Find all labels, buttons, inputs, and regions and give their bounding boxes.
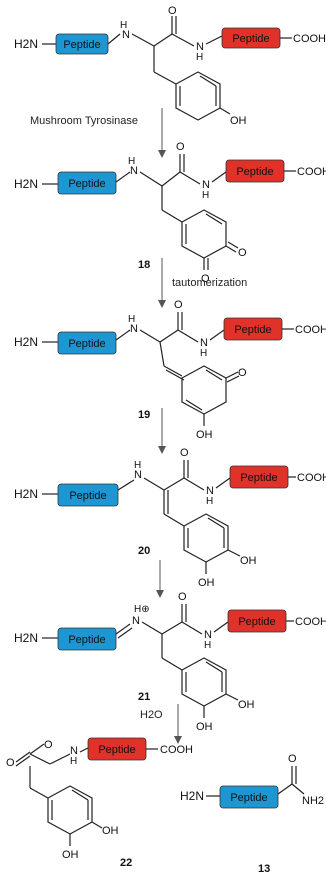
svg-text:H: H xyxy=(206,496,213,507)
svg-text:OH: OH xyxy=(238,699,255,711)
svg-text:OH: OH xyxy=(102,825,119,837)
compound-label: 22 xyxy=(120,857,132,869)
svg-text:H: H xyxy=(134,460,141,471)
svg-text:N: N xyxy=(206,485,214,497)
svg-text:Peptide: Peptide xyxy=(230,792,267,804)
svg-text:Peptide: Peptide xyxy=(236,166,273,178)
svg-text:H: H xyxy=(202,190,209,201)
peptide-label: Peptide xyxy=(63,39,100,51)
svg-text:O: O xyxy=(288,753,297,765)
peptide-box-blue xyxy=(57,627,117,651)
peptide-box-blue xyxy=(57,331,117,355)
svg-text:N: N xyxy=(70,745,78,757)
structure-20: H2N Peptide N H O N H Peptide COOH OH OH… xyxy=(14,447,326,589)
svg-text:H2N: H2N xyxy=(180,789,204,803)
svg-text:N: N xyxy=(202,179,210,191)
compound-label: 13 xyxy=(258,863,270,875)
svg-text:N: N xyxy=(130,165,138,177)
svg-text:H: H xyxy=(70,756,77,767)
amine-label: H2N xyxy=(14,37,38,51)
compound-label: 19 xyxy=(138,409,150,421)
svg-text:H2N: H2N xyxy=(14,631,38,645)
svg-text:O: O xyxy=(238,247,247,259)
svg-text:H⊕: H⊕ xyxy=(134,604,150,615)
svg-text:COOH: COOH xyxy=(293,33,326,45)
svg-text:N: N xyxy=(122,29,130,41)
svg-text:O: O xyxy=(180,447,189,459)
svg-text:O: O xyxy=(238,367,247,379)
svg-text:COOH: COOH xyxy=(160,744,193,756)
reagent-water: H2O xyxy=(140,709,163,721)
svg-text:COOH: COOH xyxy=(297,472,326,484)
svg-text:COOH: COOH xyxy=(297,166,326,178)
svg-text:O: O xyxy=(6,757,15,769)
svg-text:N: N xyxy=(196,41,204,53)
svg-text:COOH: COOH xyxy=(295,616,326,628)
reagent-tyrosinase: Mushroom Tyrosinase xyxy=(30,115,138,127)
svg-text:COOH: COOH xyxy=(295,324,326,336)
svg-text:O: O xyxy=(168,5,177,17)
svg-text:Peptide: Peptide xyxy=(238,616,275,628)
svg-text:O: O xyxy=(176,141,185,153)
peptide-box-blue xyxy=(57,483,119,507)
svg-text:Peptide: Peptide xyxy=(68,338,105,350)
svg-text:Peptide: Peptide xyxy=(232,33,269,45)
svg-text:OH: OH xyxy=(196,429,213,441)
svg-text:H: H xyxy=(128,156,135,167)
structure-13: H2N Peptide O NH2 13 xyxy=(180,753,324,875)
svg-text:Peptide: Peptide xyxy=(68,178,105,190)
structure-tyrosine-peptide: H2N Peptide H N O N H Peptide COOH OH xyxy=(14,5,326,127)
svg-text:O: O xyxy=(174,299,183,311)
svg-text:Peptide: Peptide xyxy=(69,490,106,502)
reagent-tautomerization: tautomerization xyxy=(172,277,247,289)
svg-text:OH: OH xyxy=(240,555,257,567)
svg-text:H2N: H2N xyxy=(14,487,38,501)
svg-text:N: N xyxy=(200,337,208,349)
svg-text:OH: OH xyxy=(198,577,215,589)
svg-text:N: N xyxy=(204,629,212,641)
svg-text:H: H xyxy=(120,20,127,31)
svg-text:O: O xyxy=(44,739,53,751)
svg-text:H: H xyxy=(204,640,211,651)
compound-label: 18 xyxy=(138,259,150,271)
svg-text:OH: OH xyxy=(62,849,79,861)
svg-text:OH: OH xyxy=(196,721,213,733)
structure-18: H2N Peptide N H O N H Peptide COOH O O 1… xyxy=(14,141,326,285)
svg-text:H2N: H2N xyxy=(14,335,38,349)
svg-text:N: N xyxy=(134,469,142,481)
svg-text:O: O xyxy=(201,273,210,285)
structure-22: O O N H Peptide COOH OH OH 22 xyxy=(6,737,193,869)
svg-text:N: N xyxy=(130,323,138,335)
svg-text:Peptide: Peptide xyxy=(68,634,105,646)
svg-text:OH: OH xyxy=(230,115,247,127)
structure-19: H2N Peptide N H O N H Peptide COOH O OH … xyxy=(14,299,326,441)
compound-label: 20 xyxy=(138,545,150,557)
svg-text:O: O xyxy=(178,591,187,603)
svg-text:H: H xyxy=(200,348,207,359)
peptide-box-blue xyxy=(219,785,279,809)
svg-text:N: N xyxy=(132,615,140,627)
peptide-box-blue xyxy=(57,171,117,195)
svg-text:H2N: H2N xyxy=(14,177,38,191)
compound-label: 21 xyxy=(138,691,150,703)
svg-text:H: H xyxy=(196,52,203,63)
structure-21: H2N Peptide N H⊕ O N H Peptide COOH OH O… xyxy=(14,591,326,733)
svg-text:Peptide: Peptide xyxy=(234,324,271,336)
svg-text:NH2: NH2 xyxy=(302,795,324,807)
svg-text:Peptide: Peptide xyxy=(240,472,277,484)
svg-text:Peptide: Peptide xyxy=(98,744,135,756)
svg-text:H: H xyxy=(128,314,135,325)
